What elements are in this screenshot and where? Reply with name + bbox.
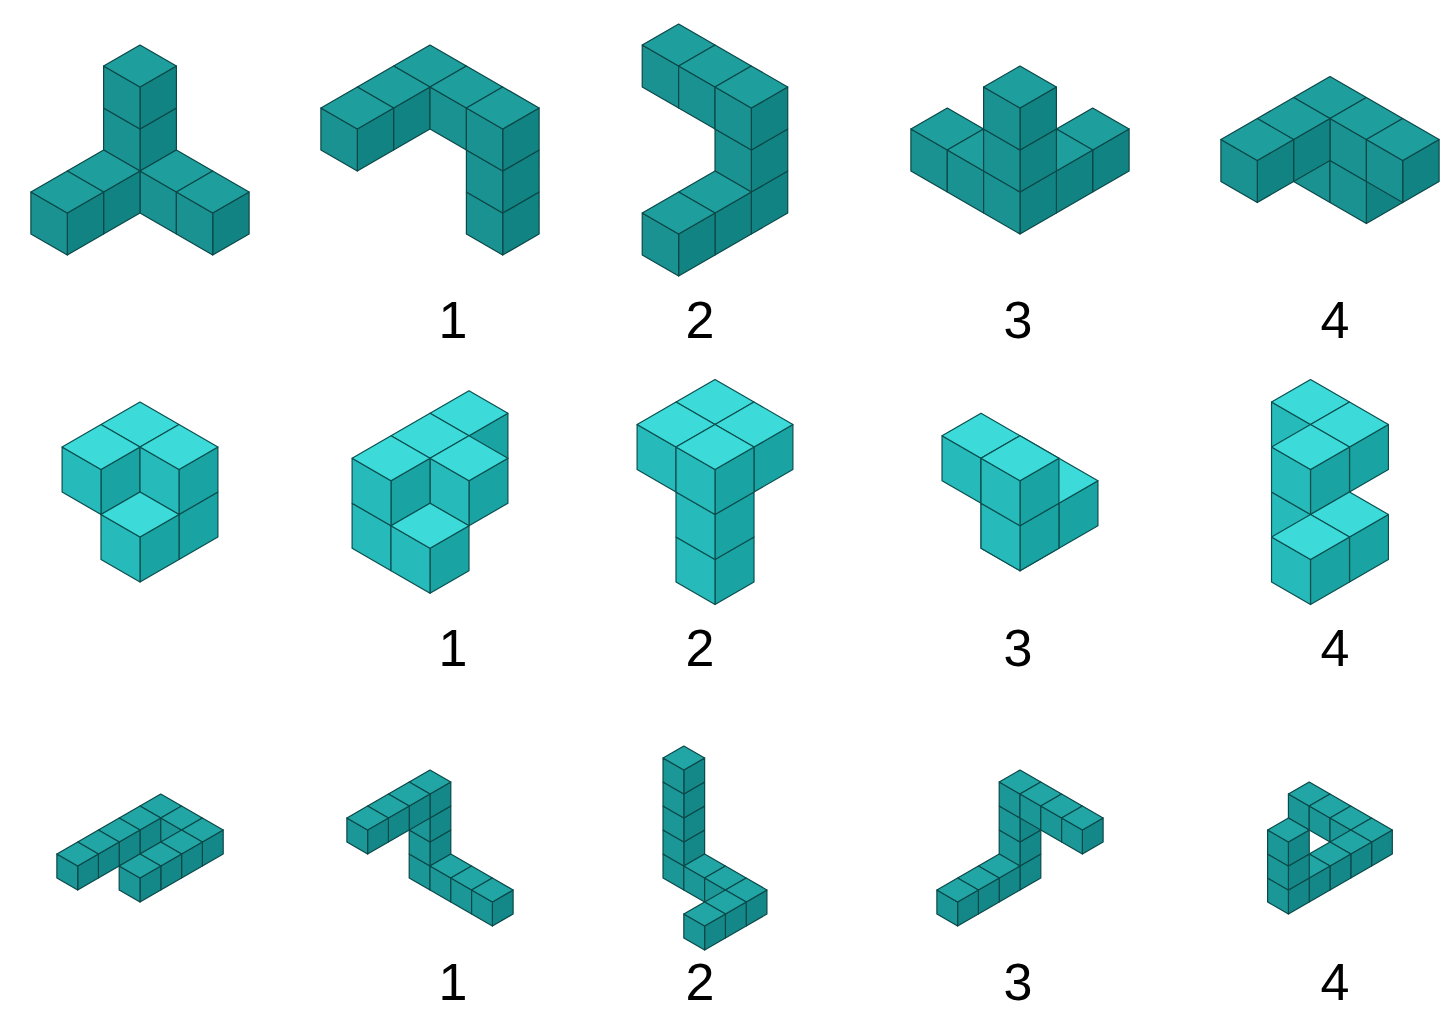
figure-number: 4	[1321, 294, 1350, 346]
cube-figure	[937, 770, 1103, 926]
cube-figure	[321, 45, 539, 255]
cube-face	[984, 66, 1057, 108]
cube-face	[981, 436, 1059, 481]
figure-number: 2	[686, 956, 715, 1008]
cube-figure	[637, 380, 793, 605]
cube-face	[466, 87, 539, 129]
cube-face	[1062, 806, 1104, 830]
cube-face	[1268, 818, 1310, 842]
cube-face	[352, 436, 430, 481]
cube-face	[57, 842, 99, 866]
cube-figure	[62, 402, 218, 582]
cube-face	[321, 87, 394, 129]
cube-face	[1272, 515, 1350, 560]
cube-face	[1272, 425, 1350, 470]
cube-face	[676, 425, 754, 470]
cube-face	[1221, 119, 1294, 161]
cube-face	[1366, 119, 1439, 161]
cube-face	[430, 436, 508, 481]
cube-figure	[942, 413, 1098, 571]
cube-face	[663, 746, 705, 770]
cube-face	[642, 192, 715, 234]
figure-number: 3	[1004, 622, 1033, 674]
cube-figure	[31, 45, 249, 255]
cube-face	[347, 806, 389, 830]
cube-face	[101, 492, 179, 537]
cube-face	[715, 66, 788, 108]
cube-figure	[1268, 782, 1393, 914]
figure-number: 2	[686, 622, 715, 674]
cube-figure	[57, 794, 223, 902]
cube-face	[937, 878, 979, 902]
figure-number: 4	[1321, 956, 1350, 1008]
cube-figure	[1221, 77, 1439, 224]
cube-figure	[642, 24, 788, 276]
figure-number: 3	[1004, 956, 1033, 1008]
cube-face	[104, 45, 177, 87]
cube-face	[391, 503, 469, 548]
cube-face	[31, 171, 104, 213]
figure-number: 1	[439, 294, 468, 346]
figure-number: 4	[1321, 622, 1350, 674]
cube-face	[176, 171, 249, 213]
figure-number: 1	[439, 622, 468, 674]
figure-number: 3	[1004, 294, 1033, 346]
figure-number: 2	[686, 294, 715, 346]
cube-face	[140, 425, 218, 470]
cube-figure	[347, 770, 513, 926]
cube-face	[119, 854, 161, 878]
cube-face	[684, 902, 726, 926]
cube-figure	[352, 391, 508, 594]
cube-figure	[1272, 380, 1389, 605]
cube-figure	[911, 66, 1129, 234]
cube-face	[62, 425, 140, 470]
cube-figure	[663, 746, 767, 950]
figure-number: 1	[439, 956, 468, 1008]
cube-face	[472, 878, 513, 902]
